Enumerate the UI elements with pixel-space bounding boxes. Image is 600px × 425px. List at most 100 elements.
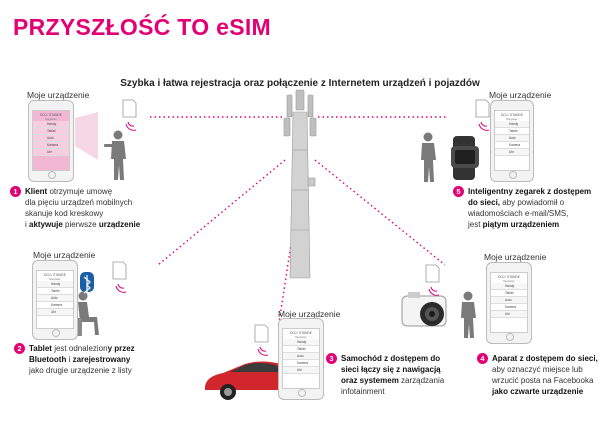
- phone-screen-header: DOJ / STANDE: [40, 113, 62, 117]
- step-text-segment: dla pięciu urządzeń mobilnych: [25, 198, 133, 207]
- step-text-segment: otrzymuje umowę: [47, 187, 113, 196]
- step-text-segment: sieci łączy się z nawigacją: [341, 365, 441, 374]
- phone-list-item: Handy: [495, 121, 529, 128]
- step-text-segment: skanuje kod kreskowy: [25, 209, 104, 218]
- step-text-segment: infotainment: [341, 387, 385, 396]
- phone-screen-header: DOJ / STANDE: [290, 331, 312, 335]
- phone-list-item: Handy: [33, 121, 69, 128]
- phone-list-item: Uhr: [491, 311, 527, 318]
- phone-list-item: Uhr: [495, 149, 529, 156]
- step-number-badge: 2: [14, 343, 25, 354]
- step-number-badge: 3: [326, 353, 337, 364]
- step-line: do sieci, aby powiadomił o: [468, 197, 591, 208]
- step-text-segment: Klient: [25, 187, 48, 196]
- step-text-segment: piątym urządzeniem: [482, 220, 560, 229]
- phone-list-item: Uhr: [283, 367, 319, 374]
- step-text-segment: jest odnalezion: [51, 344, 108, 353]
- page-title: PRZYSZŁOŚĆ TO eSIM: [13, 14, 272, 40]
- phone-list-item: Auto: [283, 353, 319, 360]
- step-text-segment: Samochód z dostępem do: [341, 354, 441, 363]
- phone-list-item: Handy: [491, 283, 527, 290]
- phone-screen-subheader: Register: [503, 279, 515, 283]
- phone-screen-header: DOJ / STANDE: [498, 275, 520, 279]
- phone-screen-header: DOJ / STANDE: [501, 113, 523, 117]
- scan-beam: [75, 112, 98, 160]
- step-line: Inteligentny zegarek z dostępem: [468, 186, 591, 197]
- step-description-3: Samochód z dostępem do sieci łączy się z …: [341, 353, 444, 397]
- step-line: Samochód z dostępem do: [341, 353, 444, 364]
- bluetooth-icon: [80, 272, 94, 294]
- step-text-segment: Tablet: [29, 344, 52, 353]
- phone-screen-subheader: Register: [295, 335, 307, 339]
- device-label-3: Moje urządzenie: [278, 309, 341, 319]
- step-line: i aktywuje pierwsze urządzenie: [25, 219, 140, 230]
- esim-card-icon: [112, 99, 490, 343]
- phone-list-item: Handy: [37, 281, 73, 288]
- phone-list-item: Auto: [491, 297, 527, 304]
- home-button: [298, 389, 306, 397]
- step-line: skanuje kod kreskowy: [25, 208, 140, 219]
- home-button: [48, 171, 56, 179]
- step-line: sieci łączy się z nawigacją: [341, 364, 444, 375]
- step-line: aby oznaczyć miejsce lub: [492, 364, 598, 375]
- step-text-segment: oraz systemem: [341, 376, 399, 385]
- phone-screen-header: DOJ / STANDE: [44, 273, 66, 277]
- device-label-4: Moje urządzenie: [484, 252, 547, 262]
- step-line: wrzucić posta na Facebooka: [492, 375, 598, 386]
- phone-screen-subheader: Register: [45, 117, 57, 121]
- phone-list-item: Tablet: [37, 288, 73, 295]
- step-line: Aparat z dostępem do sieci,: [492, 353, 598, 364]
- cell-tower-icon: [283, 89, 317, 279]
- phone-list-item: Handy: [283, 339, 319, 346]
- step-text-segment: wiadomościach e-mail/SMS,: [468, 209, 569, 218]
- step-text-segment: Aparat z dostępem do sieci,: [492, 354, 598, 363]
- step-text-segment: aby oznaczyć miejsce lub: [492, 365, 583, 374]
- phone-list-item: Tablet: [33, 128, 69, 135]
- step-line: jako czwarte urządzenie: [492, 386, 598, 397]
- step-line: Klient otrzymuje umowę: [25, 186, 140, 197]
- camera-icon: [401, 292, 447, 327]
- phone-screen-subheader: Register: [49, 277, 61, 281]
- step-text-segment: jako drugie urządzenie z listy: [29, 366, 132, 375]
- step-text-segment: i: [66, 355, 73, 364]
- home-button: [506, 333, 514, 341]
- phone-list-item: Uhr: [33, 149, 69, 156]
- step-number-badge: 4: [477, 353, 488, 364]
- step-line: oraz systemem zarządzania: [341, 375, 444, 386]
- step-text-segment: wrzucić posta na Facebooka: [492, 376, 594, 385]
- phone-list-item: Kamera: [283, 360, 319, 367]
- phone-list-item: Kamera: [491, 304, 527, 311]
- phone-list-item: Kamera: [33, 142, 69, 149]
- step-line: Tablet jest odnaleziony przez: [29, 343, 135, 354]
- step-line: infotainment: [341, 386, 444, 397]
- step-text-segment: pierwsze: [62, 220, 99, 229]
- smartwatch-icon: [451, 136, 479, 180]
- device-label-1: Moje urządzenie: [27, 90, 90, 100]
- connector-4: [314, 159, 446, 266]
- step-text-segment: Inteligentny zegarek z dostępem: [468, 187, 592, 196]
- step-text-segment: do sieci,: [468, 198, 501, 207]
- phone-list-item: Auto: [33, 135, 69, 142]
- step-text-segment: y przez: [107, 344, 135, 353]
- phone-list-item: Tablet: [495, 128, 529, 135]
- step-text-segment: urządzenie: [98, 220, 141, 229]
- device-label-2: Moje urządzenie: [33, 250, 96, 260]
- step-description-4: Aparat z dostępem do sieci, aby oznaczyć …: [492, 353, 598, 397]
- phone-list-item: Auto: [37, 295, 73, 302]
- home-button: [52, 329, 60, 337]
- step-text-segment: jest: [468, 220, 483, 229]
- step-text-segment: Bluetooth: [29, 355, 67, 364]
- phone-list-item: Kamera: [495, 142, 529, 149]
- phone-list-item: Tablet: [491, 290, 527, 297]
